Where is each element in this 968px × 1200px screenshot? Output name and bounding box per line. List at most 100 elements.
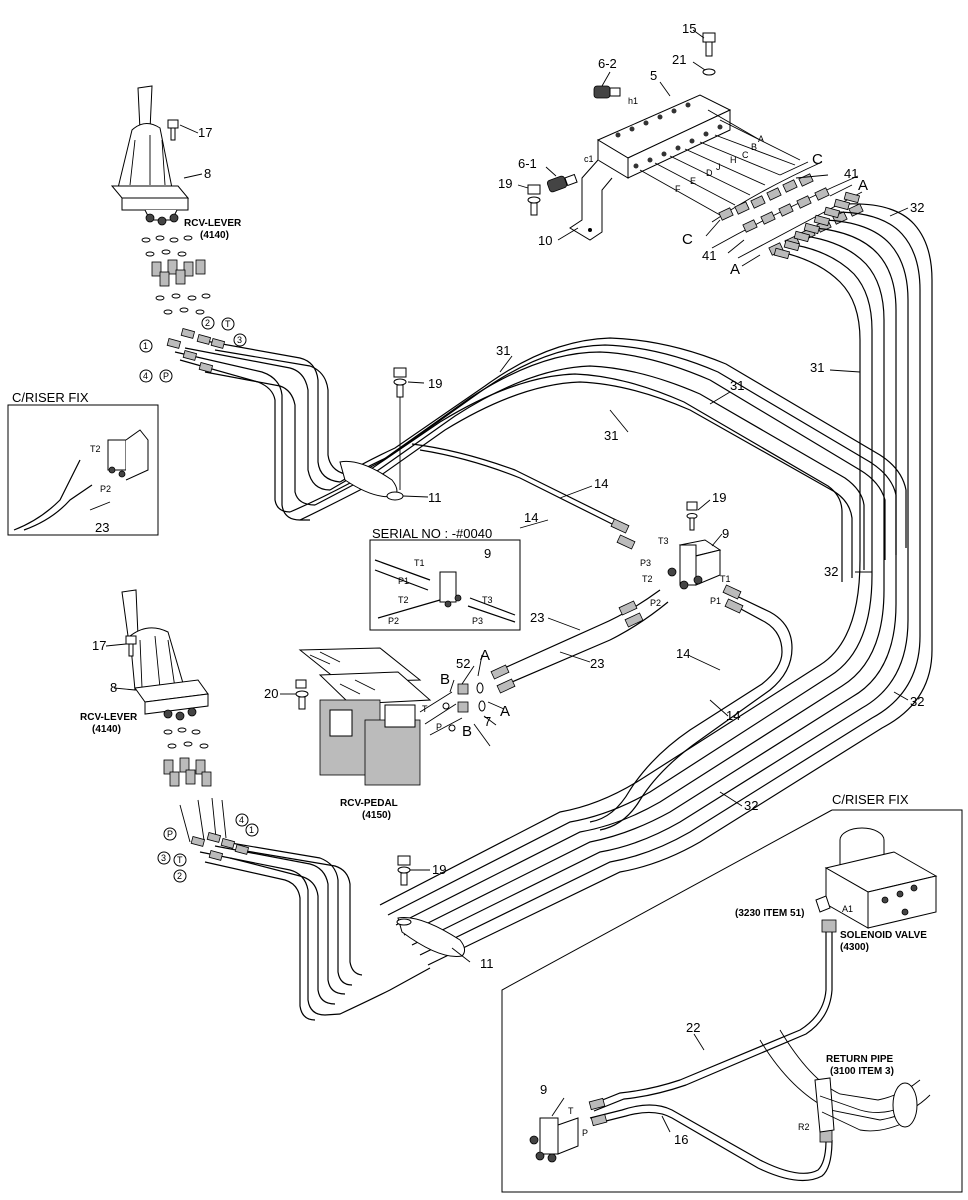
rcv-pedal-code: (4150)	[362, 810, 391, 821]
callout-19-bottom: 19	[432, 862, 446, 877]
washer-21	[702, 68, 716, 76]
callout-32-top: 32	[910, 200, 924, 215]
hose-bundle-top-lever	[166, 328, 346, 521]
marker-4-top: 4	[139, 369, 153, 383]
port-g: C	[742, 150, 749, 160]
callout-a-left: A	[730, 261, 740, 278]
marker-3-bottom: 3	[157, 851, 171, 865]
rcv-lever-top-label: RCV-LEVER	[184, 218, 242, 229]
callout-19-mid: 19	[428, 376, 442, 391]
rcv-lever-top	[110, 85, 190, 226]
callout-a-right: A	[858, 177, 868, 194]
port-p3-serial: P3	[472, 616, 483, 626]
port-p2-riser: P2	[100, 484, 111, 494]
marker-t-bottom: T	[173, 853, 187, 867]
o-rings-and-fittings-bottom	[163, 727, 227, 843]
callout-31-b: 31	[730, 378, 744, 393]
callout-a-pedal-top: A	[480, 647, 490, 664]
port-a: A	[758, 134, 764, 144]
callout-16: 16	[674, 1132, 688, 1147]
callout-19-valve: 19	[712, 490, 726, 505]
callout-8-top: 8	[204, 166, 211, 181]
callout-14-d: 14	[726, 708, 740, 723]
svg-text:3: 3	[161, 853, 166, 863]
marker-p-bottom: P	[163, 827, 177, 841]
svg-text:2: 2	[177, 871, 182, 881]
callout-b-pedal-bottom: B	[462, 723, 472, 740]
rcv-lever-bottom-label: RCV-LEVER	[80, 712, 138, 723]
svg-text:P: P	[163, 371, 169, 381]
callout-32-mid: 32	[824, 564, 838, 579]
leader-lines	[89, 29, 909, 1133]
port-j: J	[716, 162, 721, 172]
port-labels: A B C H J D E F c1 h1 T3 P3 T2 P2 T1 P1 …	[90, 96, 853, 1138]
bolt-19-bottom	[397, 855, 411, 886]
manifold-block	[569, 94, 732, 241]
serial-number-title: SERIAL NO : -#0040	[372, 526, 492, 541]
port-t2-serial: T2	[398, 595, 409, 605]
solenoid-valve-label: SOLENOID VALVE	[840, 930, 927, 941]
rcv-pedal-label: RCV-PEDAL	[340, 798, 398, 809]
shuttle-valve-9	[667, 501, 722, 590]
marker-1-bottom: 1	[245, 823, 259, 837]
port-p-riser: P	[582, 1128, 588, 1138]
callout-31-c: 31	[604, 428, 618, 443]
marker-p-top: P	[159, 369, 173, 383]
port-t2-main: T2	[642, 574, 653, 584]
serial-inset	[369, 539, 521, 631]
port-r2: R2	[798, 1122, 810, 1132]
port-p2-serial: P2	[388, 616, 399, 626]
port-a1: A1	[842, 904, 853, 914]
port-t3-serial: T3	[482, 595, 493, 605]
item-ref-label: (3230 ITEM 51)	[735, 908, 804, 919]
return-pipe-label: RETURN PIPE	[826, 1054, 894, 1065]
hoses-14	[411, 443, 793, 831]
callout-9-riser: 9	[540, 1082, 547, 1097]
callout-31-d: 31	[810, 360, 824, 375]
solenoid-valve-code: (4300)	[840, 942, 869, 953]
callout-41-right: 41	[844, 166, 858, 181]
bolt-19-mid	[393, 367, 407, 490]
callout-20: 20	[264, 686, 278, 701]
riser-fix-inset-left	[7, 404, 159, 536]
callout-11-top: 11	[428, 490, 442, 505]
clamp-11-bottom	[396, 916, 466, 957]
marker-1-top: 1	[139, 339, 153, 353]
port-b: B	[751, 142, 757, 152]
pedal-fittings	[419, 682, 486, 736]
hoses-31	[289, 337, 907, 582]
callout-b-pedal-top: B	[440, 671, 450, 688]
hoses-32	[379, 191, 933, 966]
callout-19-top: 19	[498, 176, 512, 191]
callout-6-2: 6-2	[598, 56, 617, 71]
o-rings-and-fittings-top	[141, 235, 211, 315]
port-d: D	[706, 168, 713, 178]
rcv-lever-top-code: (4140)	[200, 230, 229, 241]
rcv-lever-bottom	[121, 589, 209, 721]
rcv-pedal	[295, 647, 432, 786]
svg-text:2: 2	[205, 318, 210, 328]
callout-8-bottom: 8	[110, 680, 117, 695]
port-p3-main: P3	[640, 558, 651, 568]
clamp-11-top	[339, 460, 404, 501]
svg-text:T: T	[225, 319, 231, 329]
callout-14-a: 14	[594, 476, 608, 491]
port-e: E	[690, 176, 696, 186]
riser-fix-left-title: C/RISER FIX	[12, 390, 89, 405]
port-t1-main: T1	[720, 574, 731, 584]
svg-text:P: P	[167, 829, 173, 839]
callout-22: 22	[686, 1020, 700, 1035]
callout-9-main: 9	[722, 526, 729, 541]
port-t3-main: T3	[658, 536, 669, 546]
port-p2-main: P2	[650, 598, 661, 608]
callout-23-a: 23	[530, 610, 544, 625]
callout-41-left: 41	[702, 248, 716, 263]
hoses-23	[490, 589, 669, 694]
callout-32-right: 32	[910, 694, 924, 709]
rcv-lever-bottom-code: (4140)	[92, 724, 121, 735]
callout-6-1: 6-1	[518, 156, 537, 171]
svg-text:4: 4	[143, 371, 148, 381]
callout-52: 52	[456, 656, 470, 671]
callout-11-bottom: 11	[480, 956, 494, 971]
